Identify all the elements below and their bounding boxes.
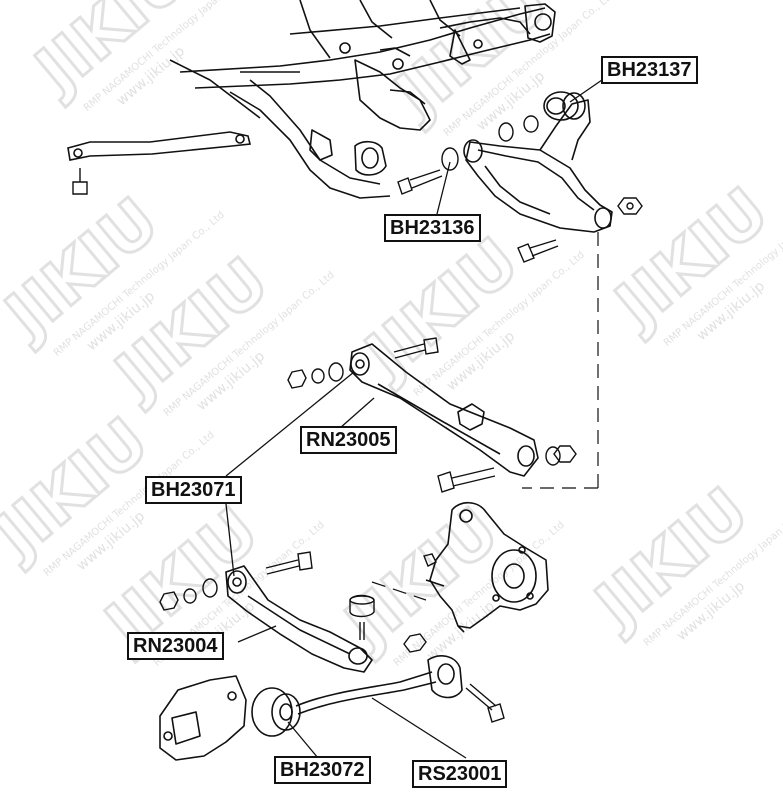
leader-bh23072 bbox=[287, 721, 319, 759]
part-label-rn23004[interactable]: RN23004 bbox=[127, 632, 224, 660]
part-label-rs23001[interactable]: RS23001 bbox=[412, 760, 508, 788]
upper-control-arm bbox=[463, 99, 613, 233]
bolt-rn23004-top bbox=[265, 551, 313, 575]
bolt-upper-arm bbox=[397, 169, 443, 195]
leader-bh23137 bbox=[569, 79, 603, 103]
washer-stack-top bbox=[441, 115, 539, 171]
small-nut-knuckle bbox=[423, 553, 437, 567]
leader-bh23136 bbox=[435, 161, 451, 219]
trailing-link-rn23005 bbox=[349, 343, 539, 477]
part-label-bh23136[interactable]: BH23136 bbox=[384, 214, 481, 242]
ball-joint-stud bbox=[349, 594, 375, 640]
toe-rod-rs23001 bbox=[295, 655, 463, 715]
assembly-guide-lines bbox=[371, 232, 599, 601]
watermark-layer: JIKIU RMP NAGAMOCHI Technology Japan Co.… bbox=[0, 0, 783, 669]
bolt-left bbox=[72, 168, 88, 195]
bolt-knuckle-top bbox=[437, 467, 496, 493]
watermark-logo: JIKIU RMP NAGAMOCHI Technology Japan Co.… bbox=[378, 0, 617, 139]
bolt-rn23005-top bbox=[393, 337, 439, 359]
lateral-link-bar bbox=[67, 131, 251, 161]
leader-rs23001 bbox=[371, 697, 467, 759]
bolt-rs23001 bbox=[465, 683, 505, 723]
part-label-bh23072[interactable]: BH23072 bbox=[274, 756, 371, 784]
washer-stack-rn23005 bbox=[287, 362, 344, 389]
leader-bh23071-lower bbox=[225, 503, 235, 577]
nut-right-top bbox=[617, 197, 643, 215]
rear-subframe bbox=[169, 0, 556, 199]
watermark-logo: JIKIU RMP NAGAMOCHI Technology Japan Co.… bbox=[598, 173, 783, 349]
bolt-upper-arm-outer bbox=[517, 239, 559, 263]
mounting-bracket bbox=[159, 675, 247, 761]
part-label-rn23005[interactable]: RN23005 bbox=[300, 426, 397, 454]
nut-rn23005-outer bbox=[545, 445, 577, 466]
leader-rn23005 bbox=[339, 397, 375, 429]
bushing-bh23072 bbox=[251, 687, 301, 737]
bushing-bh23137 bbox=[543, 91, 586, 121]
leader-bh23071-upper bbox=[225, 371, 355, 477]
part-label-bh23137[interactable]: BH23137 bbox=[601, 56, 698, 84]
nut-rs23001 bbox=[403, 633, 427, 653]
part-label-bh23071[interactable]: BH23071 bbox=[145, 476, 242, 504]
leader-lines bbox=[225, 79, 603, 759]
watermark-logo: JIKIU RMP NAGAMOCHI Technology Japan Co.… bbox=[578, 473, 783, 649]
washer-stack-rn23004 bbox=[159, 578, 218, 611]
lower-link-rn23004 bbox=[225, 565, 373, 673]
rear-knuckle bbox=[425, 501, 549, 633]
leader-rn23004 bbox=[237, 625, 277, 643]
